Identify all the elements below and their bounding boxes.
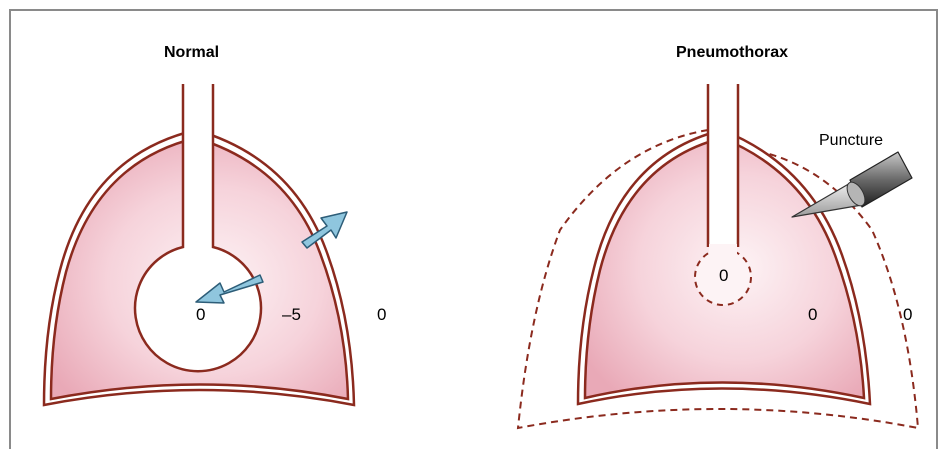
puncture-needle-icon xyxy=(792,152,912,217)
normal-lung xyxy=(44,84,354,405)
normal-outside-pressure: 0 xyxy=(377,305,386,325)
pneumothorax-outside-pressure: 0 xyxy=(903,305,912,325)
normal-inner-pressure: 0 xyxy=(196,305,205,325)
pneumothorax-inner-pressure: 0 xyxy=(719,266,728,286)
normal-title: Normal xyxy=(164,44,219,62)
pneumothorax-title: Pneumothorax xyxy=(676,44,788,62)
pneumothorax-pleural-pressure: 0 xyxy=(808,305,817,325)
pneumothorax-airway xyxy=(708,84,738,247)
normal-pleural-pressure: –5 xyxy=(282,305,301,325)
puncture-label: Puncture xyxy=(819,132,883,150)
